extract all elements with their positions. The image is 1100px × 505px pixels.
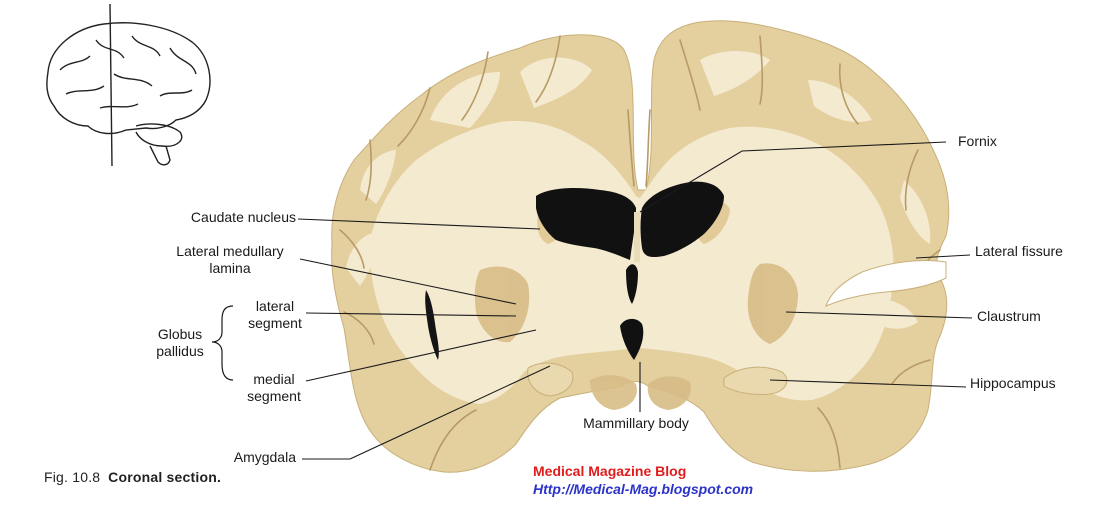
label-globus-pallidus: Globus pallidus	[148, 326, 212, 360]
leader-lateral-fissure	[915, 254, 971, 259]
label-claustrum: Claustrum	[977, 308, 1041, 324]
leader-fornix	[639, 141, 947, 213]
figure-title: Coronal section.	[108, 469, 222, 485]
leader-amygdala-diag	[349, 365, 551, 460]
label-medial-segment: medial segment	[234, 371, 314, 405]
label-medial-segment-line2: segment	[247, 388, 301, 404]
leader-lateral-medullary-lamina	[299, 258, 517, 305]
label-fornix: Fornix	[958, 133, 997, 149]
leader-lateral-segment	[305, 312, 517, 317]
leader-medial-segment	[305, 329, 537, 382]
leader-hippocampus	[769, 379, 967, 388]
label-lateral-fissure: Lateral fissure	[975, 243, 1063, 259]
leader-lines	[297, 141, 973, 460]
label-caudate-nucleus: Caudate nucleus	[190, 209, 296, 225]
label-lateral-medullary-lamina: Lateral medullary lamina	[160, 243, 300, 277]
label-hippocampus: Hippocampus	[970, 375, 1056, 391]
label-lateral-medullary-lamina-line1: Lateral medullary	[176, 243, 284, 259]
blog-watermark: Medical Magazine Blog Http://Medical-Mag…	[533, 462, 753, 498]
label-globus-pallidus-line2: pallidus	[156, 343, 204, 359]
label-lateral-segment: lateral segment	[238, 298, 312, 332]
label-lateral-segment-line2: segment	[248, 315, 302, 331]
blog-name: Medical Magazine Blog	[533, 463, 687, 479]
label-lateral-segment-line1: lateral	[255, 298, 295, 314]
label-medial-segment-line1: medial	[253, 371, 295, 387]
leader-caudate-nucleus	[297, 218, 541, 230]
brain-orientation-icon	[46, 3, 211, 167]
figure-caption: Fig. 10.8 Coronal section.	[44, 469, 221, 485]
label-lateral-medullary-lamina-line2: lamina	[209, 260, 251, 276]
label-mammillary-body: Mammillary body	[583, 415, 689, 431]
blog-url[interactable]: Http://Medical-Mag.blogspot.com	[533, 481, 754, 497]
figure-number: Fig. 10.8	[44, 469, 101, 485]
label-amygdala: Amygdala	[233, 449, 296, 465]
globus-pallidus-bracket	[211, 305, 234, 381]
leader-claustrum	[785, 311, 973, 319]
label-globus-pallidus-line1: Globus	[157, 326, 203, 342]
section-plane-line	[109, 3, 113, 167]
brain-slice	[331, 20, 950, 473]
